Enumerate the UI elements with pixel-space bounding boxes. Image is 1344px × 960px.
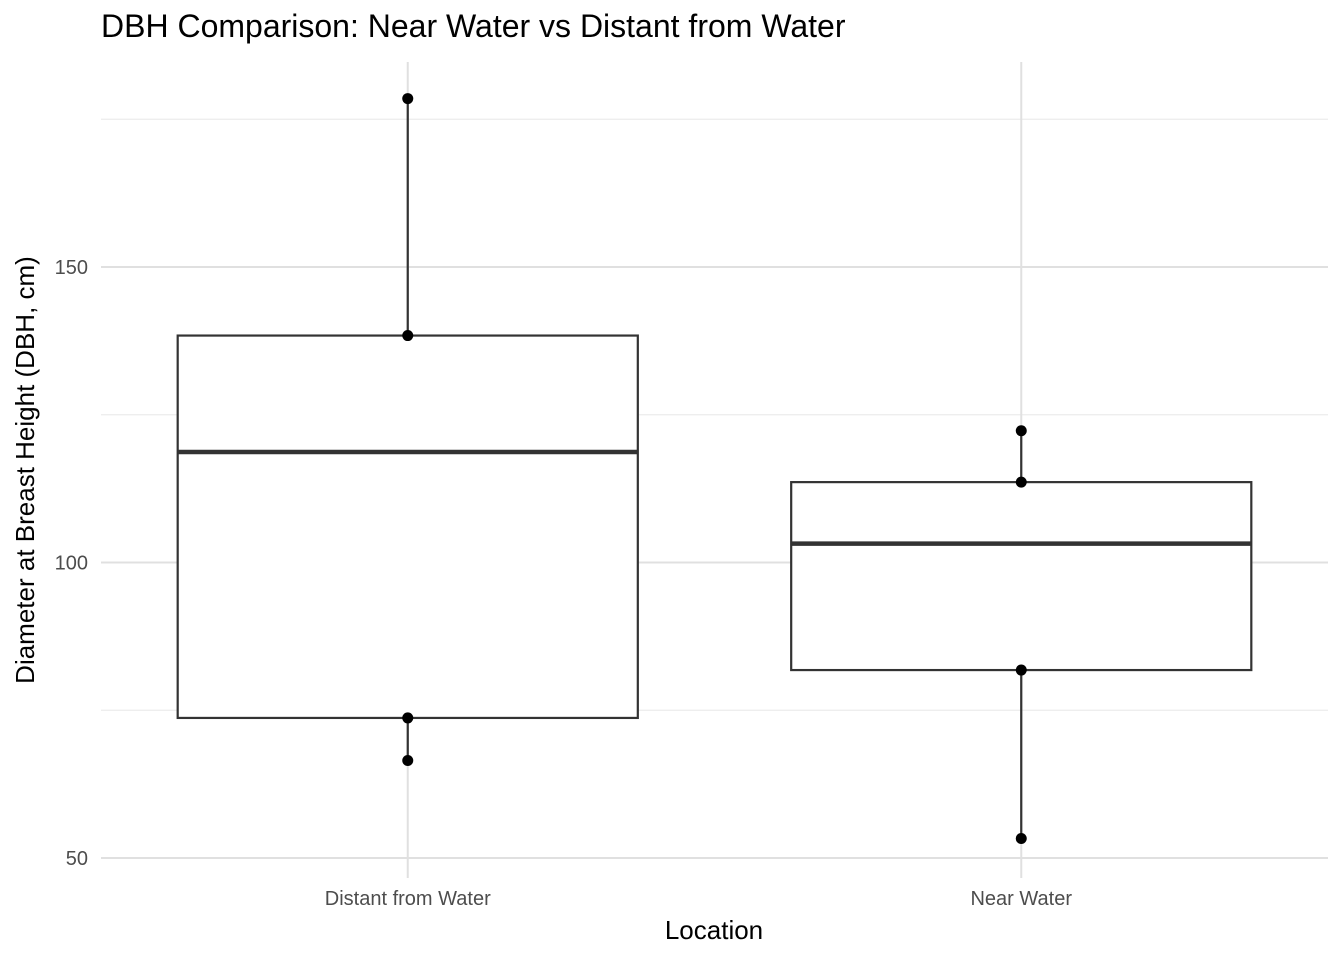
box-layer <box>176 93 1253 844</box>
x-tick-label: Near Water <box>970 888 1072 910</box>
data-point <box>402 93 414 105</box>
data-point <box>402 754 414 766</box>
x-axis-title: Location <box>665 915 763 945</box>
x-tick-label: Distant from Water <box>325 888 491 910</box>
data-point <box>402 712 414 724</box>
chart-title: DBH Comparison: Near Water vs Distant fr… <box>101 8 846 44</box>
y-tick-label: 150 <box>55 257 88 279</box>
data-point <box>1015 832 1027 844</box>
data-point <box>1015 425 1027 437</box>
box-iqr <box>176 334 639 720</box>
data-point <box>1015 664 1027 676</box>
data-point <box>402 330 414 342</box>
y-tick-label: 100 <box>55 553 88 575</box>
box-iqr <box>790 481 1253 672</box>
y-tick-label: 50 <box>66 848 88 870</box>
data-point <box>1015 476 1027 488</box>
y-axis-title: Diameter at Breast Height (DBH, cm) <box>10 256 40 684</box>
